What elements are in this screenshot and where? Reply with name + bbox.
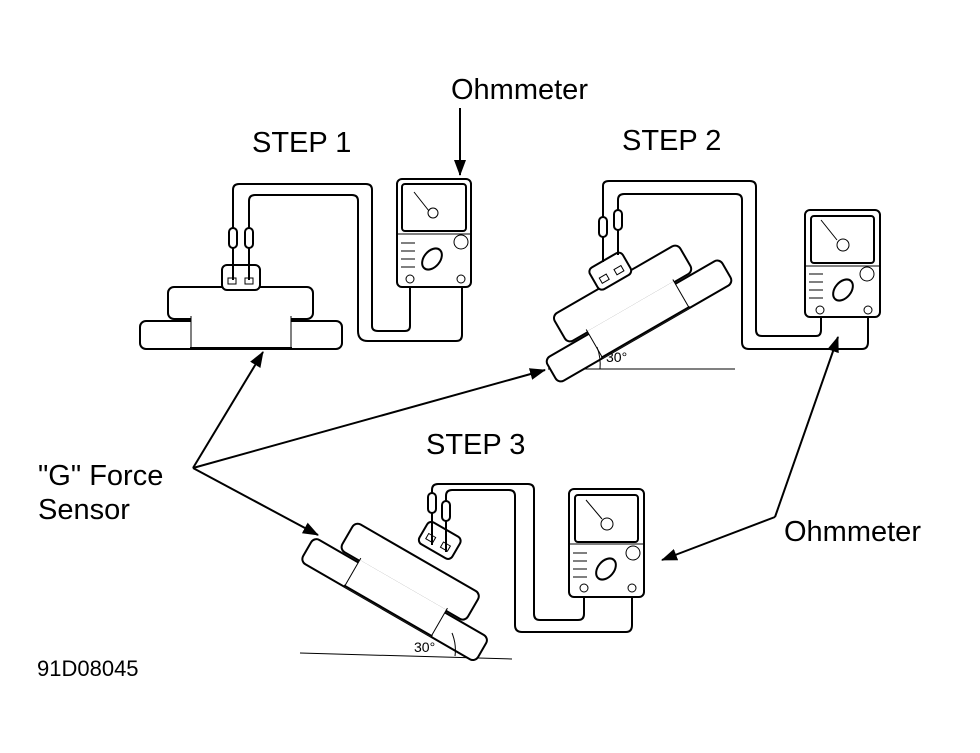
step2-assembly: 30° <box>545 180 881 383</box>
step2-label: STEP 2 <box>622 125 721 157</box>
ohmmeter-label-top: Ohmmeter <box>451 74 588 106</box>
step3-assembly: 30° <box>299 483 645 662</box>
ohmmeter-label-right: Ohmmeter <box>784 516 921 548</box>
ohmmeter-icon <box>396 178 472 288</box>
figure-code: 91D08045 <box>37 656 139 681</box>
ohmmeter-icon <box>568 488 645 598</box>
g-force-sensor-icon <box>139 264 343 350</box>
angle-label-step2: 30° <box>606 349 627 365</box>
step1-assembly <box>139 178 472 350</box>
sensor-label-line1: "G" Force <box>38 460 163 492</box>
probe-lead-icon <box>228 227 238 249</box>
arrow-icon <box>661 516 776 561</box>
arrow-icon <box>192 467 319 536</box>
step1-label: STEP 1 <box>252 127 351 159</box>
angle-label-step3: 30° <box>414 639 435 655</box>
arrow-icon <box>192 351 264 469</box>
arrow-icon <box>774 336 839 518</box>
step3-label: STEP 3 <box>426 429 525 461</box>
sensor-label-line2: Sensor <box>38 494 130 526</box>
callout-arrows <box>192 108 839 561</box>
arrow-icon <box>192 368 546 469</box>
connector-icon <box>417 520 462 560</box>
ohmmeter-icon <box>804 209 881 318</box>
g-force-sensor-icon <box>301 522 488 662</box>
g-force-sensor-icon <box>545 244 733 383</box>
